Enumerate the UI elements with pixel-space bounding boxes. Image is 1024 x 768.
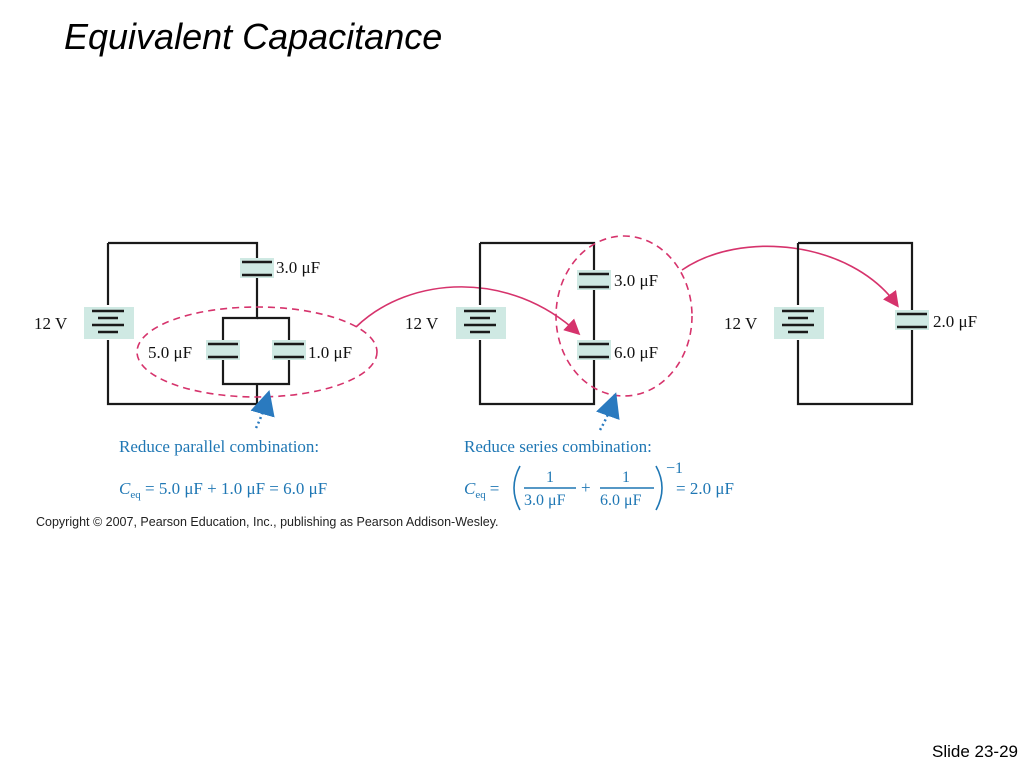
series-exponent: −1 bbox=[666, 460, 683, 477]
battery-3-label: 12 V bbox=[724, 314, 758, 333]
capacitor-1-right bbox=[272, 340, 306, 360]
series-right-paren bbox=[655, 465, 663, 511]
parallel-pointer-arrow bbox=[250, 389, 275, 429]
battery-1 bbox=[84, 307, 134, 339]
capacitor-1-left bbox=[206, 340, 240, 360]
capacitor-3-eq bbox=[895, 310, 929, 330]
capacitor-1-top-label: 3.0 μF bbox=[276, 258, 320, 277]
series-pointer-arrow bbox=[596, 392, 620, 431]
circuit-original bbox=[106, 241, 291, 406]
series-plus: + bbox=[581, 478, 591, 497]
parallel-equation: Ceq = 5.0 μF + 1.0 μF = 6.0 μF bbox=[119, 479, 327, 501]
series-result: = 2.0 μF bbox=[676, 479, 734, 498]
battery-1-label: 12 V bbox=[34, 314, 68, 333]
capacitor-2-bottom bbox=[577, 340, 611, 360]
svg-text:Ceq=: Ceq = bbox=[464, 479, 499, 501]
reduction-arrow-2 bbox=[681, 245, 899, 308]
series-eq-equals: = bbox=[490, 479, 500, 498]
series-left-paren bbox=[513, 465, 521, 511]
series-group-outline bbox=[555, 235, 693, 397]
copyright-notice: Copyright © 2007, Pearson Education, Inc… bbox=[36, 515, 499, 529]
series-num1: 1 bbox=[546, 469, 554, 486]
capacitor-2-bottom-label: 6.0 μF bbox=[614, 343, 658, 362]
parallel-eq-subscript: eq bbox=[130, 489, 141, 501]
battery-3 bbox=[774, 307, 824, 339]
circuit-intermediate bbox=[478, 241, 596, 406]
reduction-arrow-1 bbox=[355, 286, 581, 336]
series-eq-symbol: C bbox=[464, 479, 476, 498]
series-den2: 6.0 μF bbox=[600, 492, 642, 509]
slide-title: Equivalent Capacitance bbox=[64, 16, 443, 57]
series-equation: Ceq = 1 3.0 μF + 1 6.0 μF −1 = 2.0 μF bbox=[464, 460, 734, 511]
capacitor-2-top-label: 3.0 μF bbox=[614, 271, 658, 290]
series-eq-subscript: eq bbox=[475, 489, 486, 501]
capacitor-2-top bbox=[577, 270, 611, 290]
battery-2-label: 12 V bbox=[405, 314, 439, 333]
series-den1: 3.0 μF bbox=[524, 492, 566, 509]
battery-2 bbox=[456, 307, 506, 339]
capacitor-1-top bbox=[240, 258, 274, 278]
capacitor-3-eq-label: 2.0 μF bbox=[933, 312, 977, 331]
series-caption-heading: Reduce series combination: bbox=[464, 437, 652, 456]
series-num2: 1 bbox=[622, 469, 630, 486]
parallel-eq-rest: = 5.0 μF + 1.0 μF = 6.0 μF bbox=[141, 479, 327, 498]
capacitor-1-left-label: 5.0 μF bbox=[148, 343, 192, 362]
slide-number: Slide 23-29 bbox=[931, 742, 1018, 761]
parallel-caption-heading: Reduce parallel combination: bbox=[119, 437, 319, 456]
capacitor-1-right-label: 1.0 μF bbox=[308, 343, 352, 362]
circuit-equivalent bbox=[796, 241, 914, 406]
parallel-eq-symbol: C bbox=[119, 479, 131, 498]
